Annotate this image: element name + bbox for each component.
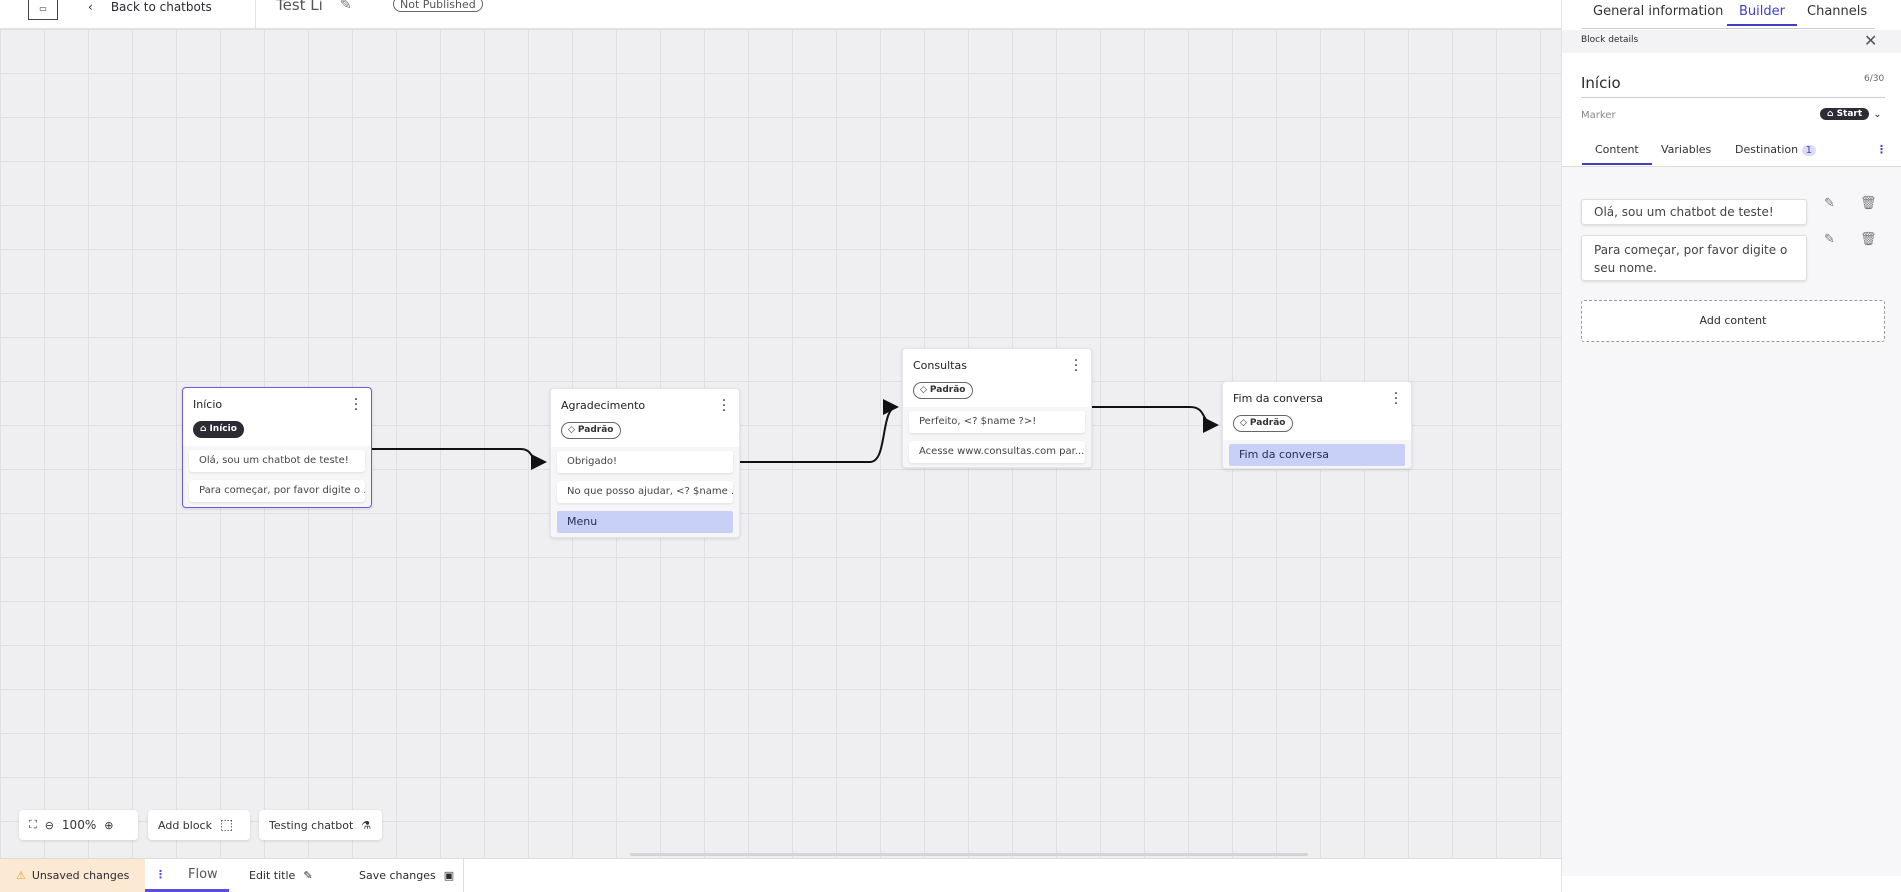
more-options-icon[interactable]: ⋮ bbox=[155, 867, 166, 881]
close-icon[interactable]: ✕ bbox=[1864, 31, 1878, 50]
home-icon: ⌂ bbox=[1827, 109, 1837, 119]
block-inicio[interactable]: Início ··· ⌂Início Olá, sou um chatbot d… bbox=[182, 387, 372, 508]
tab-variables[interactable]: Variables bbox=[1661, 143, 1712, 156]
fit-screen-icon[interactable]: ⛶ bbox=[29, 818, 37, 831]
block-consultas[interactable]: Consultas ··· ◇Padrão Perfeito, <? $name… bbox=[902, 348, 1092, 468]
marker-tag: ◇Padrão bbox=[561, 422, 621, 439]
edit-icon[interactable]: ✎ bbox=[1824, 196, 1835, 211]
message-item[interactable]: No que posso ajudar, <? $name ... bbox=[557, 481, 733, 503]
status-badge: Not Published bbox=[393, 0, 483, 12]
chevron-down-icon: ⌄ bbox=[1873, 108, 1882, 120]
block-agradecimento[interactable]: Agradecimento ··· ◇Padrão Obrigado!No qu… bbox=[550, 388, 740, 538]
message-item[interactable]: Perfeito, <? $name ?>! bbox=[909, 411, 1085, 433]
marker-tag: ⌂Início bbox=[193, 421, 244, 438]
zoom-in-icon[interactable]: ⊕ bbox=[104, 818, 114, 832]
add-content-button[interactable]: Add content bbox=[1581, 300, 1885, 342]
marker-tag: ◇Padrão bbox=[913, 382, 973, 399]
panel-header: Block details ✕ bbox=[1562, 30, 1901, 53]
logo-icon: ▭ bbox=[28, 0, 58, 20]
zoom-controls: ⛶ ⊖ 100% ⊕ bbox=[19, 810, 138, 840]
trash-icon[interactable]: 🗑 bbox=[1860, 196, 1877, 211]
tag-icon: ◇ bbox=[568, 425, 575, 435]
tag-icon: ◇ bbox=[920, 385, 927, 395]
save-changes-button[interactable]: Save changes▣ bbox=[349, 859, 464, 892]
edit-title-pencil-icon[interactable]: ✎ bbox=[340, 0, 352, 13]
more-options-icon[interactable]: ⋮ bbox=[1876, 143, 1887, 156]
block-name-field[interactable]: Início bbox=[1581, 74, 1621, 92]
tab-channels[interactable]: Channels bbox=[1807, 4, 1868, 19]
bottom-bar: ⚠Unsaved changes ⋮Flow Edit title✎ Save … bbox=[0, 858, 1561, 892]
panel-footer bbox=[1562, 876, 1901, 892]
trash-icon[interactable]: 🗑 bbox=[1860, 232, 1877, 247]
tab-destination[interactable]: Destination 1 bbox=[1735, 143, 1816, 156]
content-item[interactable]: Para começar, por favor digite o seu nom… bbox=[1581, 235, 1807, 281]
flow-canvas[interactable]: Início ··· ⌂Início Olá, sou um chatbot d… bbox=[0, 29, 1561, 858]
content-item[interactable]: Olá, sou um chatbot de teste! bbox=[1581, 199, 1807, 225]
warning-icon: ⚠ bbox=[16, 869, 26, 882]
tag-icon: ◇ bbox=[1240, 418, 1247, 428]
message-item[interactable]: Obrigado! bbox=[557, 451, 733, 473]
connector-agradecimento-consultas bbox=[740, 399, 899, 463]
zoom-level: 100% bbox=[61, 818, 97, 832]
connectors bbox=[372, 399, 1219, 470]
unsaved-changes-indicator: ⚠Unsaved changes bbox=[0, 859, 145, 892]
flask-icon: ⚗ bbox=[361, 818, 372, 832]
divider bbox=[255, 0, 256, 29]
chevron-left-icon: ‹ bbox=[88, 0, 93, 14]
menu-action[interactable]: Menu bbox=[557, 511, 733, 533]
destination-count-badge: 1 bbox=[1801, 145, 1816, 156]
zoom-out-icon[interactable]: ⊖ bbox=[44, 818, 54, 832]
add-block-button[interactable]: Add block⬚ bbox=[148, 810, 250, 840]
top-bar: ▭ ‹ Back to chatbots Test Li ✎ Not Publi… bbox=[0, 0, 1561, 29]
edit-icon[interactable]: ✎ bbox=[1824, 232, 1835, 247]
content-area: Olá, sou um chatbot de teste! ✎ 🗑 Para c… bbox=[1562, 166, 1901, 876]
message-item[interactable]: Olá, sou um chatbot de teste! bbox=[189, 450, 365, 472]
tab-general-information[interactable]: General information bbox=[1593, 4, 1724, 19]
more-options-icon[interactable]: ··· bbox=[1073, 353, 1079, 379]
testing-chatbot-button[interactable]: Testing chatbot⚗ bbox=[259, 810, 382, 840]
block-details-panel: General information Builder Channels Blo… bbox=[1561, 0, 1901, 892]
add-block-icon: ⬚ bbox=[219, 817, 234, 833]
tab-builder[interactable]: Builder bbox=[1727, 4, 1797, 26]
char-counter: 6/30 bbox=[1864, 74, 1885, 84]
message-item[interactable]: Para começar, por favor digite o ... bbox=[189, 480, 365, 502]
tab-content[interactable]: Content bbox=[1582, 143, 1652, 165]
end-action[interactable]: Fim da conversa bbox=[1229, 444, 1405, 466]
connector-inicio-agradecimento bbox=[372, 448, 547, 470]
flow-tab[interactable]: ⋮Flow bbox=[145, 859, 229, 892]
more-options-icon[interactable]: ··· bbox=[353, 392, 359, 418]
back-to-chatbots-link[interactable]: ‹ Back to chatbots bbox=[88, 0, 212, 14]
edit-title-button[interactable]: Edit title✎ bbox=[249, 869, 313, 882]
horizontal-scrollbar[interactable] bbox=[630, 853, 1308, 856]
more-options-icon[interactable]: ··· bbox=[1393, 386, 1399, 412]
pencil-icon: ✎ bbox=[303, 869, 313, 882]
block-fim-da-conversa[interactable]: Fim da conversa ··· ◇Padrão Fim da conve… bbox=[1222, 381, 1412, 469]
home-icon: ⌂ bbox=[200, 424, 207, 434]
connector-consultas-fim bbox=[1092, 406, 1219, 433]
chatbot-title: Test Li bbox=[276, 0, 323, 14]
marker-tag: ◇Padrão bbox=[1233, 415, 1293, 432]
message-item[interactable]: Acesse www.consultas.com par... bbox=[909, 441, 1085, 463]
more-options-icon[interactable]: ··· bbox=[721, 393, 727, 419]
save-icon: ▣ bbox=[443, 869, 455, 882]
marker-select[interactable]: ⌂ Start ⌄ bbox=[1820, 108, 1882, 120]
